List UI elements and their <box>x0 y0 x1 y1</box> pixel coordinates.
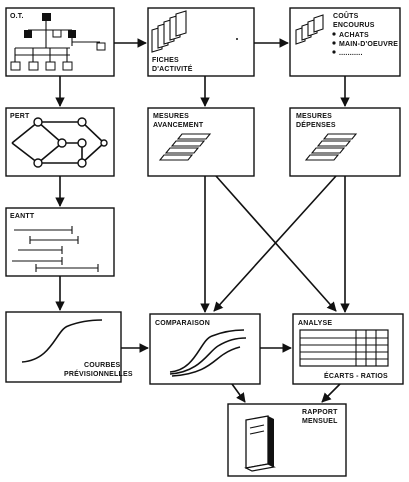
gantt-bars-icon <box>12 226 99 272</box>
courbes-label-2: PRÉVISIONNELLES <box>64 369 133 378</box>
stacked-bars-icon <box>304 133 358 161</box>
rapport-label-1: RAPPORT <box>302 409 338 416</box>
couts-label-1: COÛTS <box>333 11 359 20</box>
gantt-box: EANTT <box>5 207 115 277</box>
analyse-sublabel: ÉCARTS - RATIOS <box>324 371 388 380</box>
couts-encourus-box: COÛTS ENCOURUS ACHATS MAIN-D'OEUVRE ....… <box>289 7 401 77</box>
documents-small-icon <box>295 14 324 45</box>
comparison-curves-icon <box>169 329 247 377</box>
rapport-label-2: MENSUEL <box>302 418 338 425</box>
gantt-label: EANTT <box>10 213 35 220</box>
mesures-depenses-label-1: MESURES <box>296 113 332 120</box>
report-book-icon <box>244 415 276 472</box>
ot-label: O.T. <box>10 13 24 20</box>
mesures-avancement-box: MESURES AVANCEMENT <box>147 107 255 177</box>
couts-item-etc: ........... <box>339 50 363 57</box>
fiches-label-2: D'ACTIVITÉ <box>152 64 193 73</box>
documents-stack-icon <box>151 10 187 53</box>
fiches-label-1: FICHES <box>152 57 179 64</box>
mesures-avancement-label-2: AVANCEMENT <box>153 122 204 129</box>
pert-network-icon <box>11 117 108 168</box>
comparaison-label: COMPARAISON <box>155 320 210 327</box>
mesures-avancement-label-1: MESURES <box>153 113 189 120</box>
ot-box: O.T. <box>5 7 115 77</box>
pert-box: PERT <box>5 107 115 177</box>
rapport-mensuel-box: RAPPORT MENSUEL <box>227 403 347 477</box>
mesures-depenses-label-2: DÉPENSES <box>296 120 336 129</box>
fiches-activite-box: FICHES D'ACTIVITÉ <box>147 7 255 77</box>
comparaison-box: COMPARAISON <box>149 313 261 385</box>
couts-item-main-oeuvre: MAIN-D'OEUVRE <box>339 41 398 48</box>
org-chart-icon <box>10 13 106 71</box>
mesures-depenses-box: MESURES DÉPENSES <box>289 107 401 177</box>
couts-item-achats: ACHATS <box>339 32 369 39</box>
couts-label-2: ENCOURUS <box>333 22 375 29</box>
stacked-bars-icon <box>158 133 212 161</box>
courbes-label-1: COURBES <box>84 362 121 369</box>
flow-arrows <box>55 38 350 403</box>
pert-label: PERT <box>10 113 30 120</box>
s-curve-icon <box>21 319 103 363</box>
courbes-box: COURBES PRÉVISIONNELLES <box>5 311 133 383</box>
analyse-box: ANALYSE ÉCARTS - RATIOS <box>292 313 404 385</box>
analyse-label: ANALYSE <box>298 320 332 327</box>
analysis-table-icon <box>299 329 389 367</box>
